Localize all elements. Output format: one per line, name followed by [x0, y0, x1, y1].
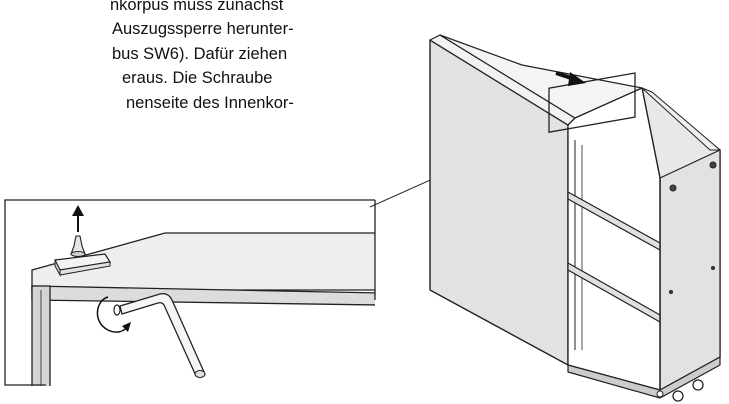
instruction-line-4: eraus. Die Schraube [122, 69, 273, 87]
cabinet-view [429, 34, 721, 402]
detail-view [4, 199, 376, 386]
callout-box [548, 72, 636, 133]
direction-arrow [555, 71, 586, 86]
instruction-line-2: Auszugssperre herunter- [112, 20, 294, 38]
instruction-line-5: nenseite des Innenkor- [126, 94, 294, 112]
instruction-text: nkorpus muss zunächst Auszugssperre heru… [0, 0, 300, 147]
instruction-line-3: bus SW6). Dafür ziehen [112, 45, 288, 63]
instruction-line-1: nkorpus muss zunächst [110, 0, 284, 14]
